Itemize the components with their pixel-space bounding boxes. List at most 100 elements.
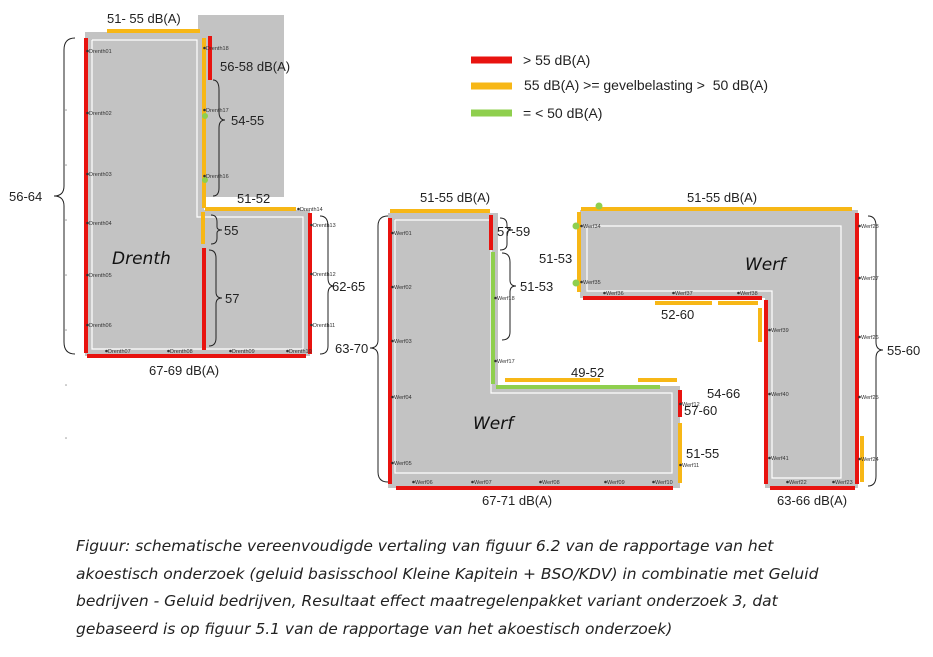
green-dot (202, 177, 208, 183)
point-label: Werf12 (682, 402, 700, 408)
point-marker (286, 349, 289, 353)
label-drenth-6265: 62-65 (332, 279, 365, 294)
point-marker (391, 339, 394, 343)
point-label: Werf26 (861, 335, 879, 341)
point-marker (412, 480, 415, 484)
label-werfr-5260: 52-60 (661, 307, 694, 322)
point-marker (391, 395, 394, 399)
label-werfl-6370: 63-70 (335, 341, 368, 356)
point-label: Drenth05 (89, 273, 112, 279)
point-marker (86, 273, 89, 277)
green-dot (572, 279, 580, 287)
figure-caption: Figuur: schematische vereenvoudigde vert… (76, 533, 896, 643)
point-marker (167, 349, 170, 353)
point-label: Drenth09 (232, 349, 255, 355)
label-werfl-5153: 51-53 (520, 279, 553, 294)
drenth-inner-line (91, 39, 304, 350)
brace-drenth-6265 (319, 215, 335, 355)
point-marker (768, 328, 771, 332)
brace-drenth-5455 (212, 79, 226, 197)
point-marker (86, 221, 89, 225)
point-label: Werf17 (497, 359, 515, 365)
point-label: Werf34 (583, 224, 601, 230)
point-marker (737, 291, 740, 295)
building-name-werf-left: Werf (473, 414, 516, 434)
point-label: Drenth02 (89, 111, 112, 117)
label-drenth-bottom: 67-69 dB(A) (149, 363, 219, 378)
building-name-drenth: Drenth (112, 249, 171, 269)
label-werfr-5560: 55-60 (887, 343, 920, 358)
point-marker (494, 359, 497, 363)
point-label: Drenth11 (313, 323, 335, 329)
point-marker (858, 276, 861, 280)
point-label: Drenth01 (89, 49, 112, 55)
legend-label-red: > 55 dB(A) (523, 52, 590, 68)
point-label: Werf05 (394, 461, 412, 467)
label-werfl-5759: 57-59 (497, 224, 530, 239)
label-werfr-bottom: 63-66 dB(A) (777, 493, 847, 508)
point-marker (297, 207, 300, 211)
werf-left-outline (388, 213, 680, 488)
legend-label-green: = < 50 dB(A) (523, 105, 602, 121)
label-werfl-bottom: 67-71 dB(A) (482, 493, 552, 508)
legend: > 55 dB(A) 55 dB(A) >= gevelbelasting > … (471, 52, 768, 121)
brace-werfl-5153 (501, 252, 517, 341)
point-marker (580, 224, 583, 228)
werf-right-outline (580, 210, 858, 488)
brace-drenth-55 (210, 214, 223, 245)
point-label: Werf08 (542, 480, 560, 486)
green-markers (202, 113, 603, 287)
brace-drenth-5664 (53, 37, 76, 355)
margin-dot (65, 329, 67, 331)
point-marker (310, 223, 313, 227)
green-dot (595, 202, 603, 210)
point-marker (603, 291, 606, 295)
point-marker (310, 323, 313, 327)
point-label: Werf37 (675, 291, 693, 297)
werf-right-inner-line (586, 225, 842, 479)
drenth-upper-block (198, 15, 284, 197)
point-label: Werf23 (835, 480, 853, 486)
building-drenth (85, 15, 310, 356)
point-marker (203, 108, 206, 112)
point-label: Drenth17 (206, 108, 229, 114)
label-werfl-4952: 49-52 (571, 365, 604, 380)
label-drenth-5658: 56-58 dB(A) (220, 59, 290, 74)
point-marker (768, 456, 771, 460)
caption-line: Figuur: schematische vereenvoudigde vert… (76, 537, 774, 555)
point-marker (679, 402, 682, 406)
point-label: Drenth08 (170, 349, 193, 355)
point-marker (652, 480, 655, 484)
building-name-werf-right: Werf (745, 255, 788, 275)
point-label: Werf09 (607, 480, 625, 486)
point-label: Werf36 (606, 291, 624, 297)
point-marker (858, 224, 861, 228)
point-label: Drenth18 (206, 46, 229, 52)
point-label: Werf22 (789, 480, 807, 486)
label-drenth-top: 51- 55 dB(A) (107, 11, 181, 26)
point-marker (229, 349, 232, 353)
point-marker (391, 461, 394, 465)
margin-dot (65, 437, 67, 439)
label-drenth-5664: 56-64 (9, 189, 42, 204)
point-marker (672, 291, 675, 295)
point-marker (471, 480, 474, 484)
label-drenth-55: 55 (224, 223, 238, 238)
margin-dot (65, 384, 67, 386)
point-label: Drenth12 (313, 272, 336, 278)
margin-dots (65, 109, 67, 439)
point-label: Werf03 (394, 339, 412, 345)
caption-line: bedrijven - Geluid bedrijven, Resultaat … (76, 592, 778, 610)
label-werfr-5153: 51-53 (539, 251, 572, 266)
point-label: Drenth07 (108, 349, 131, 355)
label-werfl-top: 51-55 dB(A) (420, 190, 490, 205)
point-marker (105, 349, 108, 353)
label-drenth-5455: 54-55 (231, 113, 264, 128)
brace-werfr-5560 (867, 215, 884, 487)
point-marker (203, 174, 206, 178)
point-marker (86, 111, 89, 115)
point-label: Werf24 (861, 457, 879, 463)
building-werf-right (580, 210, 858, 488)
point-marker (539, 480, 542, 484)
